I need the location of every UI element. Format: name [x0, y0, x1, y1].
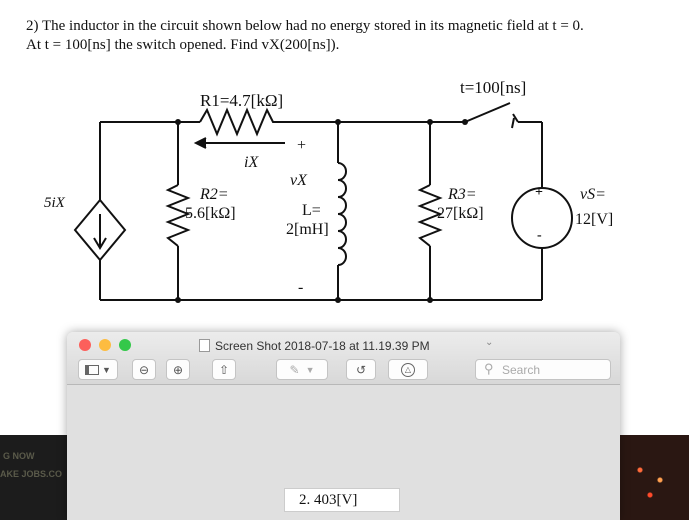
l-label-a: L=	[302, 202, 321, 219]
search-icon: ⚲	[484, 361, 494, 376]
r1-label: R1=4.7[kΩ]	[200, 91, 284, 110]
r2-resistor	[165, 184, 191, 247]
background-text-2: AKE JOBS.CO	[0, 469, 63, 479]
sidebar-view-button[interactable]: ▼	[78, 359, 118, 380]
l-label-b: 2[mH]	[286, 221, 329, 238]
switch-time-label: t=100[ns]	[460, 78, 527, 97]
voltage-source	[511, 187, 573, 249]
markup-icon: △	[401, 362, 415, 377]
image-thumbnail[interactable]: 2. 403[V]	[284, 488, 400, 512]
vx-label: vX	[290, 172, 307, 189]
share-button[interactable]: ⇧	[212, 359, 236, 380]
question-line-1: 2) The inductor in the circuit shown bel…	[26, 18, 584, 34]
background-text-1: G NOW	[3, 451, 35, 461]
circuit-wires	[99, 121, 543, 301]
window-title[interactable]: Screen Shot 2018-07-18 at 11.19.39 PM	[215, 339, 430, 353]
r2-label-b: 5.6[kΩ]	[185, 205, 236, 222]
share-icon: ⇧	[218, 362, 230, 377]
rotate-icon: ↺	[355, 362, 367, 377]
minimize-button[interactable]	[99, 339, 111, 351]
vs-label-a: vS=	[580, 186, 606, 203]
document-icon	[199, 339, 210, 352]
r1-resistor	[199, 107, 278, 137]
question-line-2: At t = 100[ns] the switch opened. Find v…	[26, 37, 340, 53]
preview-window[interactable]: Screen Shot 2018-07-18 at 11.19.39 PM ⌄ …	[67, 332, 620, 520]
markup-pen-button[interactable]: ✎ ▼	[276, 359, 328, 380]
zoom-out-button[interactable]: ⊖	[132, 359, 156, 380]
r3-label-b: 27[kΩ]	[437, 205, 484, 222]
vx-plus: +	[297, 137, 307, 154]
circuit-nodes	[175, 119, 433, 303]
zoom-button[interactable]	[119, 339, 131, 351]
title-bar[interactable]: Screen Shot 2018-07-18 at 11.19.39 PM ⌄ …	[67, 332, 620, 385]
chevron-down-icon: ▼	[305, 364, 315, 375]
pen-icon: ✎	[289, 362, 300, 377]
r3-resistor	[417, 184, 443, 247]
dependent-source-label: 5iX	[44, 195, 65, 211]
inductor	[337, 162, 347, 266]
background-lights	[630, 455, 680, 505]
chevron-down-icon: ▼	[102, 364, 111, 375]
sidebar-icon	[85, 364, 100, 375]
zoom-out-icon: ⊖	[138, 362, 150, 377]
search-field[interactable]	[475, 359, 611, 380]
rotate-button[interactable]: ↺	[346, 359, 376, 380]
circuit-diagram	[73, 102, 573, 303]
switch-blade	[464, 102, 511, 123]
background-left-strip: G NOW AKE JOBS.CO	[0, 435, 70, 520]
search-placeholder[interactable]: Search	[502, 363, 541, 377]
zoom-in-icon: ⊕	[172, 362, 184, 377]
ix-label: iX	[244, 154, 259, 171]
r2-label-a: R2=	[200, 186, 229, 203]
markup-toolbar-button[interactable]: △	[388, 359, 428, 380]
vs-minus: -	[537, 228, 542, 243]
vs-plus: +	[535, 185, 543, 200]
vx-minus: -	[298, 279, 304, 296]
r3-label-a: R3=	[448, 186, 477, 203]
zoom-in-button[interactable]: ⊕	[166, 359, 190, 380]
title-chevron-icon[interactable]: ⌄	[485, 337, 494, 348]
vs-label-b: 12[V]	[575, 211, 614, 228]
close-button[interactable]	[79, 339, 91, 351]
